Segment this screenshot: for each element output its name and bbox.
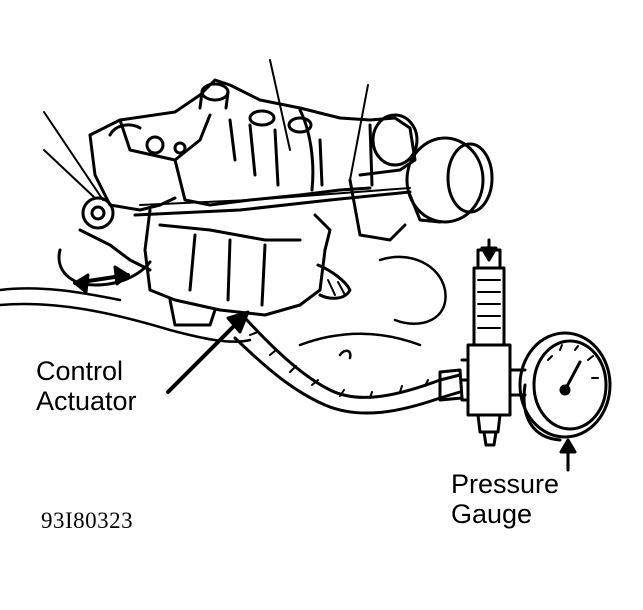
figure-id: 93I80323 xyxy=(41,508,134,533)
fuel-distributor-body xyxy=(57,78,494,327)
control-actuator-arrow xyxy=(166,310,250,394)
control-actuator-label-line1: Control xyxy=(36,356,124,386)
pressure-gauge-label: Pressure Gauge xyxy=(451,469,559,529)
control-actuator-label: Control Actuator xyxy=(36,356,137,416)
pressure-gauge-label-line1: Pressure xyxy=(451,469,560,499)
leader-lines xyxy=(43,59,369,201)
pressure-gauge-label-line2: Gauge xyxy=(451,499,533,529)
control-actuator-label-line2: Actuator xyxy=(36,386,137,416)
engine-surface-lines xyxy=(0,255,447,360)
pressure-gauge xyxy=(518,331,612,472)
tee-fitting xyxy=(460,238,527,447)
pressure-hose xyxy=(233,316,464,415)
